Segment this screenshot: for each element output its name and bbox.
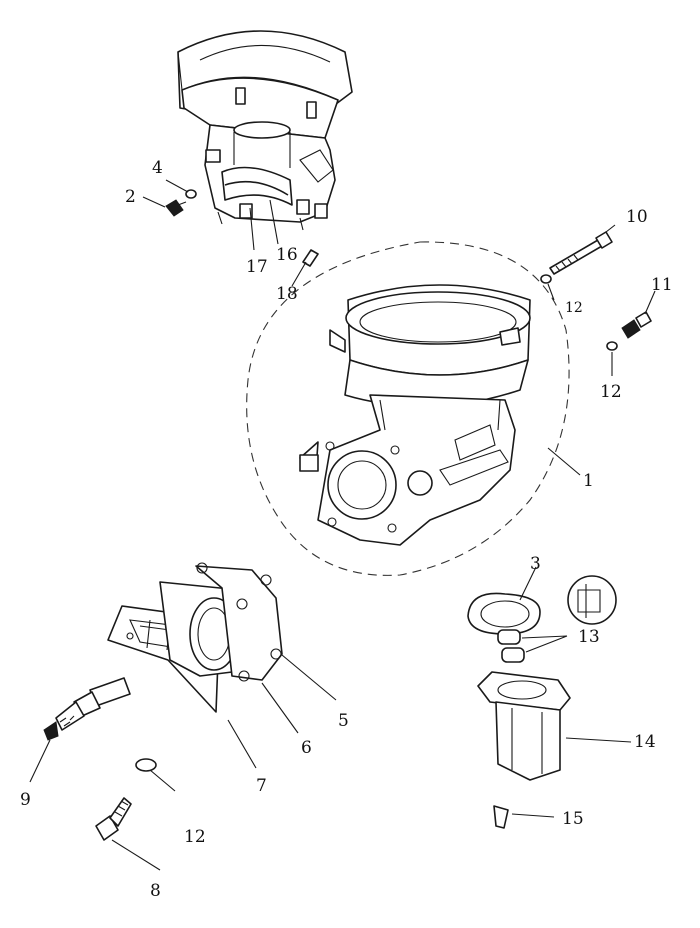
upper-housing-part <box>177 30 353 231</box>
callout-17: 17 <box>246 257 268 277</box>
callout-18: 18 <box>276 284 298 304</box>
callout-12-c: 12 <box>184 827 206 847</box>
bushings-part-13 <box>497 629 525 663</box>
bolt-part-8 <box>95 797 132 841</box>
callout-16: 16 <box>276 245 298 265</box>
sensor-part-9 <box>43 677 131 741</box>
callout-1: 1 <box>583 471 594 491</box>
callout-labels: 1 2 3 4 5 6 7 8 9 10 11 12 12 12 13 14 1… <box>20 158 673 901</box>
washer-4 <box>185 189 197 199</box>
washer-12-c <box>135 758 157 772</box>
washer-12-b <box>606 341 618 351</box>
callout-14: 14 <box>634 732 656 752</box>
callout-2: 2 <box>125 187 136 207</box>
callout-6: 6 <box>301 738 312 758</box>
callout-12-b: 12 <box>600 382 622 402</box>
detail-inset-13 <box>567 575 617 625</box>
cover-part-14 <box>477 671 571 781</box>
screw-part-15 <box>493 805 509 829</box>
bolt-2 <box>165 199 187 217</box>
callout-10: 10 <box>626 207 648 227</box>
callout-9: 9 <box>20 790 31 810</box>
callout-3: 3 <box>530 554 541 574</box>
callout-5: 5 <box>338 711 349 731</box>
assembly-outline <box>246 241 570 576</box>
gasket-part-3 <box>467 592 541 635</box>
washer-12-a <box>540 274 552 284</box>
pin-18 <box>302 249 319 267</box>
callout-8: 8 <box>150 881 161 901</box>
flange-part-5 <box>195 562 283 682</box>
callout-7: 7 <box>256 776 267 796</box>
short-bolt-11 <box>621 311 652 339</box>
callout-4: 4 <box>152 158 163 178</box>
callout-12-a: 12 <box>565 300 583 316</box>
long-bolt-10 <box>549 231 613 275</box>
callout-15: 15 <box>562 809 584 829</box>
callout-11: 11 <box>651 275 673 295</box>
leader-lines <box>29 179 656 871</box>
main-body-part-1 <box>299 284 531 546</box>
callout-13: 13 <box>578 627 600 647</box>
